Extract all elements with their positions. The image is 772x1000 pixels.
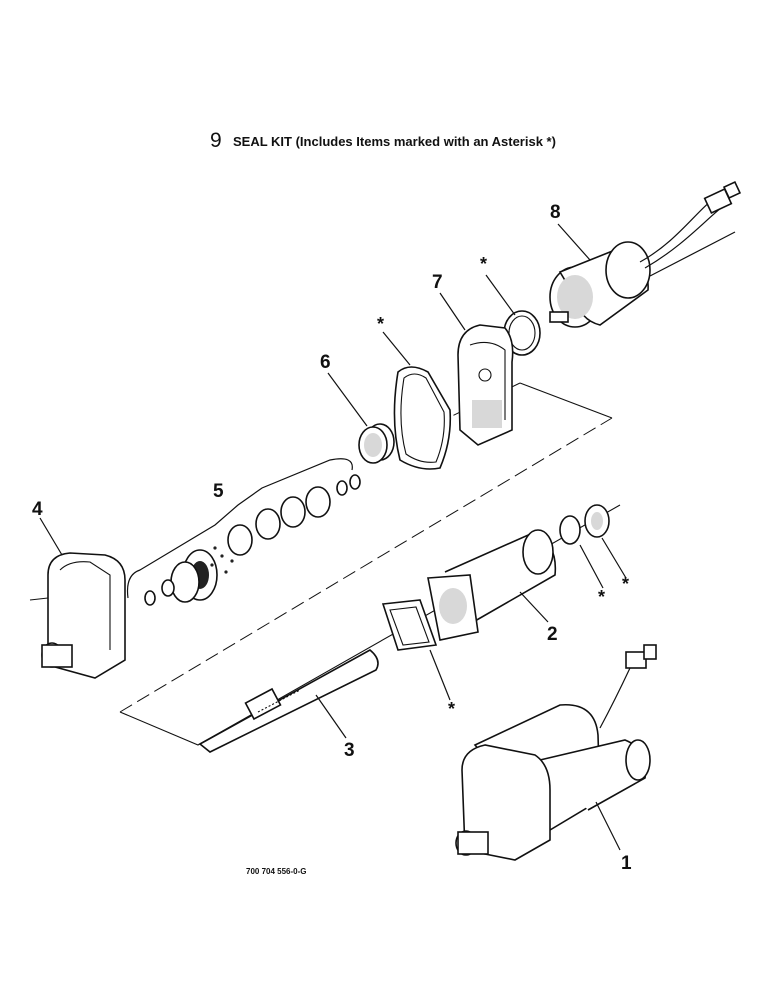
callout-6: 6 — [320, 352, 331, 373]
drawing-code: 700 704 556-0-G — [246, 867, 307, 876]
callout-2: 2 — [547, 624, 558, 645]
callout-leaders — [39, 223, 627, 851]
gearbox-housing-part — [29, 552, 126, 679]
cap-part — [358, 423, 395, 464]
assembled-actuator-part — [455, 644, 657, 861]
title-number: 9 — [210, 129, 222, 152]
rod-part — [198, 649, 379, 753]
callout-7: 7 — [432, 272, 443, 293]
asterisk-bushing-tube: * — [622, 574, 629, 594]
callout-1: 1 — [621, 853, 632, 874]
gasket-tube — [381, 599, 438, 651]
gear-train-part — [126, 458, 361, 606]
gasket-housing — [393, 366, 452, 470]
outer-tube-part — [427, 529, 557, 641]
asterisk-gasket-tube: * — [448, 699, 455, 719]
asterisk-o-ring-tube: * — [598, 587, 605, 607]
asterisk-o-ring-motor: * — [480, 254, 487, 274]
housing-cover-part — [457, 324, 514, 446]
callout-5: 5 — [213, 481, 224, 502]
asterisk-gasket-housing: * — [377, 314, 384, 334]
callout-3: 3 — [344, 740, 355, 761]
o-ring-tube — [559, 515, 581, 545]
callout-8: 8 — [550, 202, 561, 223]
callout-4: 4 — [32, 499, 43, 520]
motor-part — [549, 180, 742, 328]
title-text: SEAL KIT (Includes Items marked with an … — [233, 134, 556, 149]
